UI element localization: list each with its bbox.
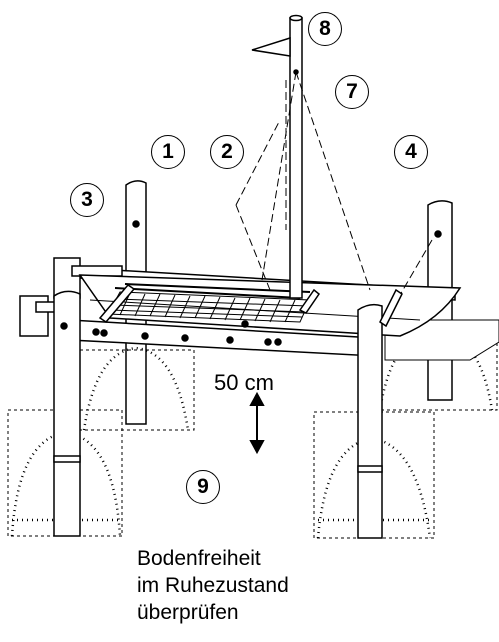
callout-8: 8 [308,12,342,46]
rigging [235,71,433,296]
note-line-3: überprüfen [137,601,239,624]
swing-rods [98,284,403,328]
post-front-right [357,303,383,539]
clearance-note: Bodenfreiheit im Ruhezustand überprüfen [137,545,289,626]
note-line-2: im Ruhezustand [137,574,289,597]
callout-4: 4 [394,135,428,169]
mast [251,14,303,299]
note-line-1: Bodenfreiheit [137,547,261,570]
callout-2: 2 [210,135,244,169]
post-front-left [53,290,81,537]
callout-1: 1 [151,135,185,169]
callout-7: 7 [335,75,369,109]
callout-3: 3 [70,183,104,217]
callout-9: 9 [186,470,220,504]
flag [251,36,291,57]
clearance-arrow [249,391,265,455]
clearance-label: 50 cm [214,370,274,395]
